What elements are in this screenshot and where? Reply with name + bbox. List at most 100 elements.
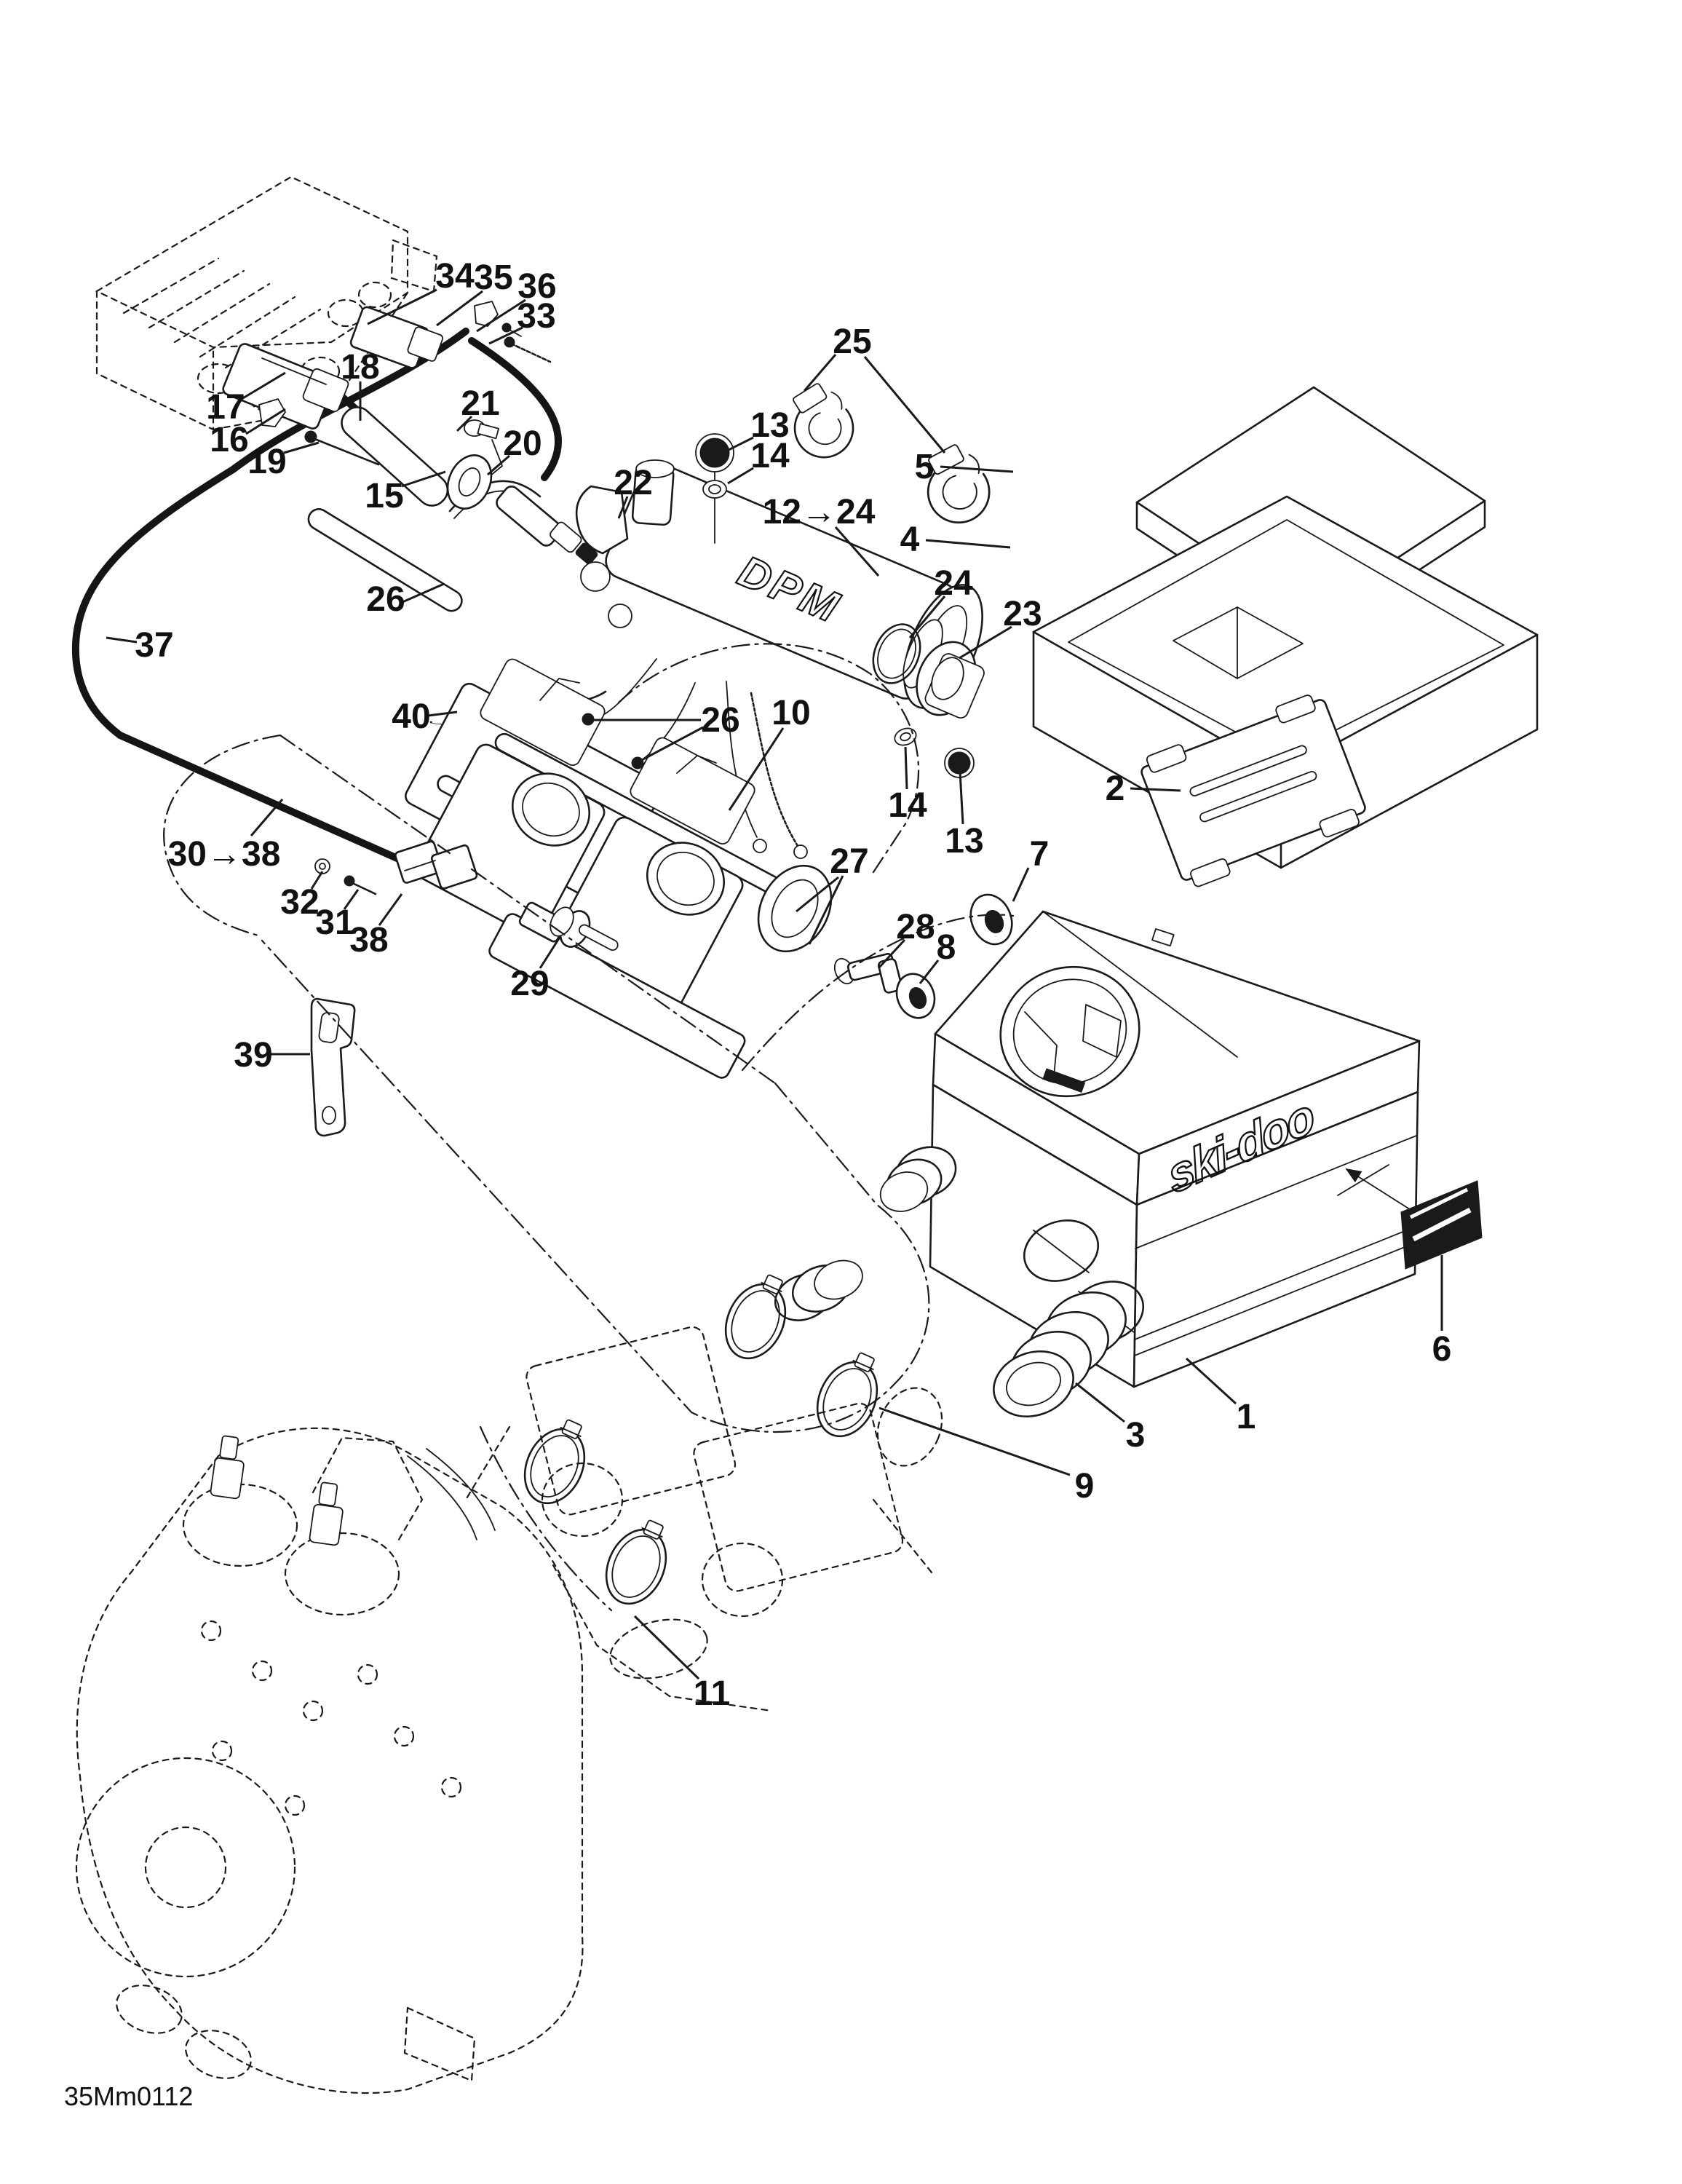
outlet-cap-23 [916, 641, 985, 719]
callout-29: 29 [510, 935, 562, 1003]
callout-leader-line [539, 935, 562, 969]
callout-23: 23 [959, 595, 1042, 660]
adapter-sleeve-3 [993, 1291, 1127, 1418]
callout-7: 7 [1012, 835, 1049, 902]
callout-28: 28 [877, 908, 935, 970]
hose-clamp-c [512, 1409, 600, 1514]
tube-26 [307, 508, 463, 612]
braided-fuel-line [750, 692, 799, 847]
callout-1: 1 [1185, 1357, 1256, 1436]
callout-label: 1 [1237, 1398, 1256, 1436]
clip-16 [258, 398, 286, 427]
callout-22: 22 [614, 464, 653, 519]
callout-10: 10 [728, 694, 811, 811]
callout-leader-line [1185, 1357, 1237, 1405]
strap-39 [310, 997, 356, 1137]
callout-leader-line [904, 746, 908, 790]
callout-24: 24 [908, 564, 973, 638]
callout-4: 4 [900, 521, 1011, 559]
callout-30-to-38: 30→38 [168, 799, 284, 874]
callout-leader-line [456, 415, 473, 432]
callout-26: 26 [591, 701, 740, 763]
airbox-1: ski-doo [879, 910, 1483, 1418]
oring-14a [702, 480, 727, 499]
decal-sticker-6 [1400, 1180, 1483, 1270]
callout-leader-line [878, 1406, 1071, 1476]
callout-label: 3 [1126, 1416, 1146, 1455]
callout-5: 5 [915, 448, 1014, 486]
oring-14b [894, 727, 917, 746]
callout-25: 25 [803, 323, 946, 454]
callout-leader-line [367, 288, 437, 325]
wire-sheath-18 [341, 406, 449, 507]
decal-position-arrow [1337, 1164, 1413, 1211]
ribbed-sleeve-upper [774, 1259, 863, 1321]
callout-leader-line [1130, 787, 1181, 792]
callout-label: 27 [830, 842, 868, 881]
callout-leader-line [919, 960, 940, 984]
callout-leader-line [283, 441, 320, 454]
callout-leader-line [241, 371, 286, 400]
callout-leader-line [343, 889, 360, 910]
callout-14: 14 [727, 437, 790, 485]
callout-leader-line [427, 711, 458, 717]
base-plate [488, 913, 746, 1079]
callout-label: 21 [461, 384, 499, 423]
callout-leader-line [487, 454, 510, 476]
grommet-7 [969, 893, 1013, 946]
outlet-opening-a [1023, 1219, 1100, 1282]
callout-20: 20 [487, 424, 542, 476]
callout-label: 5 [915, 448, 935, 486]
callout-leader-line [808, 875, 844, 945]
callout-leader-line [1075, 1382, 1125, 1423]
hose-clamp-b [805, 1342, 893, 1447]
retainer-clip-25a [783, 376, 860, 464]
callout-label: 31 [315, 903, 354, 942]
callout-label: 38 [349, 921, 388, 960]
callout-label: 6 [1432, 1330, 1452, 1369]
callout-12-to-24: 12→24 [763, 493, 880, 577]
callout-label: 35 [474, 258, 512, 297]
callout-leader-line [378, 893, 403, 926]
callout-label: 11 [694, 1674, 731, 1713]
callout-40: 40 [392, 697, 458, 736]
callout-label: 10 [771, 694, 810, 732]
vent-plate-2 [1140, 695, 1366, 887]
hose-clamp-d [594, 1510, 682, 1615]
callout-11: 11 [633, 1615, 731, 1713]
callout-36: 36 [476, 267, 557, 333]
callout-label: 16 [210, 421, 248, 459]
callout-label: 34 [435, 257, 475, 296]
callout-label: 18 [341, 348, 379, 387]
cable-adjuster-20 [446, 454, 493, 510]
callout-9: 9 [878, 1406, 1094, 1506]
callout-leader-line [617, 496, 629, 519]
callout-14: 14 [888, 746, 927, 825]
callout-leader-line [796, 876, 839, 913]
callout-label: 30→38 [168, 835, 281, 874]
top-cap-2 [630, 737, 755, 844]
callout-21: 21 [456, 384, 500, 432]
callout-leader-line [863, 356, 946, 454]
port-a [580, 561, 611, 592]
callout-leader-line [106, 636, 138, 644]
callout-label: 22 [614, 464, 652, 502]
callout-leader-line [728, 727, 785, 811]
screw-36 [501, 323, 522, 337]
engine-head-phantom [95, 175, 438, 431]
callout-label: 4 [900, 521, 920, 559]
harness-cable-37 [71, 328, 469, 871]
callout-18: 18 [341, 348, 380, 421]
callout-leader-line [959, 625, 1012, 660]
callout-leader-line [959, 771, 964, 825]
spark-plug-boot [496, 485, 598, 565]
drawing-code: 35Mm0112 [64, 2081, 193, 2111]
cap-13b [944, 748, 975, 778]
callout-label: 32 [280, 883, 319, 922]
callout-leader-line [723, 436, 754, 454]
callout-leader-line [633, 1615, 700, 1680]
screw-19 [304, 430, 380, 466]
callout-31: 31 [315, 889, 360, 942]
callout-leader-line [250, 799, 284, 836]
